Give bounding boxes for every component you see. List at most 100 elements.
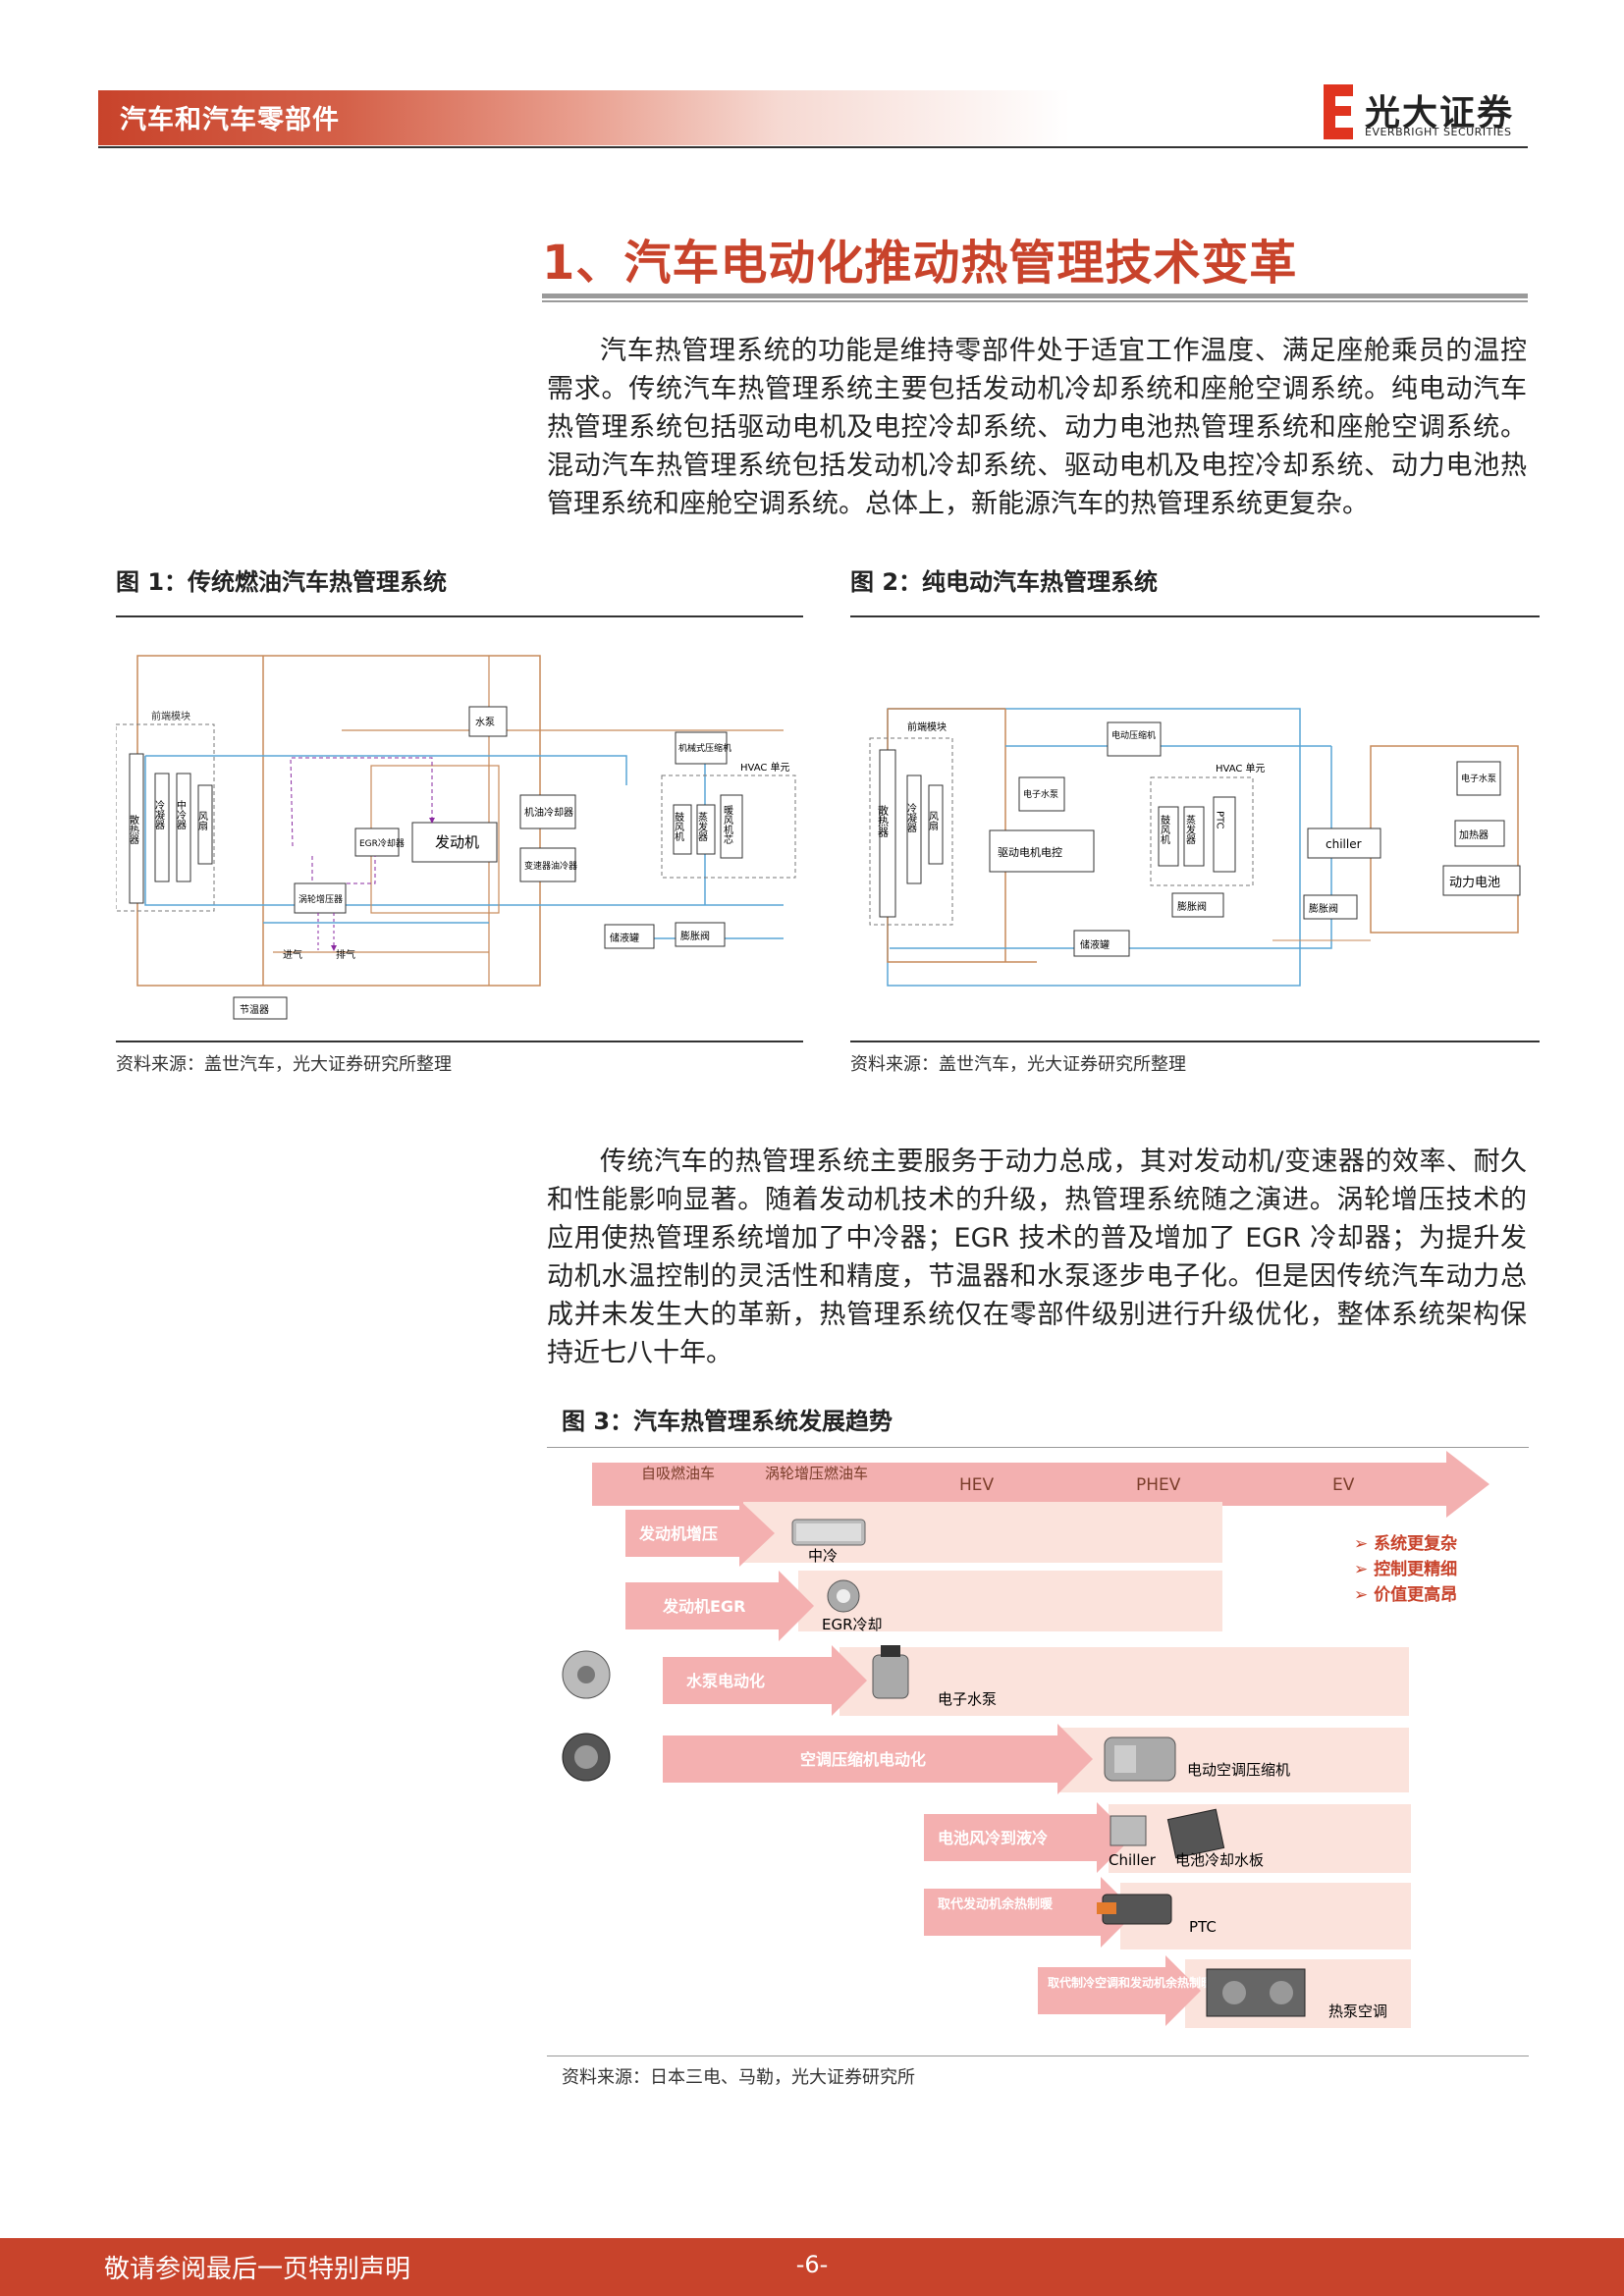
fig1-receiver: 储液罐 <box>610 932 639 944</box>
fig2-ptc: PTC <box>1215 811 1225 829</box>
fig2-hvac: HVAC 单元 <box>1216 763 1266 774</box>
fig2-front-module: 前端模块 <box>907 721 947 733</box>
fig2-blower: 鼓风机 <box>1159 814 1170 845</box>
section-rule <box>542 294 1528 298</box>
fig2-exp-valve-2: 膨胀阀 <box>1309 902 1338 915</box>
fig3-diagram: 自吸燃油车 涡轮增压燃油车 HEV PHEV EV 发动机增压 发动机EGR 水… <box>562 1451 1489 2028</box>
fig3-trend-0: 系统更复杂 <box>1374 1533 1457 1554</box>
fig1-condenser: 冷凝器 <box>153 799 165 830</box>
fig2-e-compressor: 电动压缩机 <box>1111 729 1156 741</box>
brand-name-cn: 光大证券 <box>1365 93 1515 133</box>
fig1-exhaust: 排气 <box>336 948 355 961</box>
egr-cooler-icon <box>827 1579 860 1613</box>
fig2-receiver: 储液罐 <box>1080 938 1110 951</box>
fig3-arrow-3: 空调压缩机电动化 <box>800 1750 926 1769</box>
fig3-stage-0: 自吸燃油车 <box>641 1465 715 1482</box>
header-band <box>98 90 1070 145</box>
fig3-arrow-2: 水泵电动化 <box>686 1672 765 1690</box>
fig3-arrow-6: 取代制冷空调和发动机余热制暖 <box>1048 1975 1214 1990</box>
fig2-radiator: 散热器 <box>877 804 890 838</box>
fig1-intercooler: 中冷器 <box>175 799 187 830</box>
header-rule <box>98 146 1528 148</box>
fig3-part-4: Chiller <box>1109 1851 1157 1869</box>
fig1-egr: EGR冷却器 <box>359 837 405 849</box>
fig3-stage-3: PHEV <box>1136 1475 1181 1495</box>
fig3-source: 资料来源：日本三电、马勒，光大证券研究所 <box>562 2067 915 2088</box>
fig3-part-4b: 电池冷却水板 <box>1175 1851 1264 1869</box>
fig2-exp-valve-1: 膨胀阀 <box>1177 900 1207 913</box>
mechanical-compressor-icon <box>562 1733 611 1782</box>
fig2-title: 图 2：纯电动汽车热管理系统 <box>850 568 1159 596</box>
fig3-title: 图 3：汽车热管理系统发展趋势 <box>562 1408 893 1435</box>
fig3-arrow-0: 发动机增压 <box>638 1524 718 1543</box>
fig1-blower: 鼓风机 <box>673 811 684 842</box>
fig3-arrow-4: 电池风冷到液冷 <box>938 1829 1048 1847</box>
fig3-part-2: 电子水泵 <box>938 1690 997 1708</box>
fig1-water-pump: 水泵 <box>475 717 495 728</box>
svg-text:➢ 价值更高昂: ➢ 价值更高昂 <box>1354 1584 1457 1605</box>
fig1-oil-cooler: 机油冷却器 <box>524 806 573 819</box>
fig2-condenser: 冷凝器 <box>905 802 917 833</box>
footer-bar <box>0 2238 1624 2296</box>
fig3-trend-1: 控制更精细 <box>1374 1559 1457 1579</box>
battery-cold-plate-icon <box>1166 1808 1225 1859</box>
fig2-evaporator: 蒸发器 <box>1184 815 1196 845</box>
fig1-fan: 风扇 <box>196 811 208 831</box>
fig1-source: 资料来源：盖世汽车，光大证券研究所整理 <box>116 1054 452 1075</box>
fig1-trans-cooler: 变速器油冷器 <box>524 860 577 872</box>
fig1-heater-core: 暖风机芯 <box>722 804 733 844</box>
fig1-diagram: 前端模块 散热器 冷凝器 中冷器 风扇 水泵 发动机 EGR冷却器 涡轮增压器 … <box>116 655 796 1020</box>
fig3-top-rule <box>547 1447 1529 1448</box>
heat-pump-icon <box>1206 1968 1306 2017</box>
fig3-stage-4: EV <box>1332 1475 1355 1495</box>
fig2-diagram: 前端模块 散热器 冷凝器 风扇 电动压缩机 电子水泵 驱动电机电控 HVAC 单… <box>869 708 1521 987</box>
ptc-heater-icon <box>1097 1894 1172 1925</box>
electric-compressor-icon <box>1104 1736 1176 1782</box>
footer-disclaimer-link: 敬请参阅最后一页特别声明 <box>104 2255 411 2284</box>
mechanical-water-pump-icon <box>562 1650 611 1699</box>
fig1-engine: 发动机 <box>435 833 479 851</box>
fig2-top-rule <box>850 615 1540 617</box>
fig1-title: 图 1：传统燃油汽车热管理系统 <box>116 568 448 596</box>
fig3-arrow-5: 取代发动机余热制暖 <box>938 1896 1054 1912</box>
fig2-source: 资料来源：盖世汽车，光大证券研究所整理 <box>850 1054 1186 1075</box>
fig1-radiator: 散热器 <box>128 814 139 845</box>
brand-name-en: EVERBRIGHT SECURITIES <box>1365 126 1512 138</box>
section-rule-thin <box>542 300 1528 302</box>
fig3-part-1: EGR冷却 <box>822 1616 883 1633</box>
fig2-e-pump-2: 电子水泵 <box>1461 773 1496 784</box>
electric-water-pump-icon <box>872 1645 909 1699</box>
fig3-trend-2: 价值更高昂 <box>1374 1584 1457 1605</box>
fig3-arrow-1: 发动机EGR <box>662 1597 745 1616</box>
fig1-hvac: HVAC 单元 <box>740 762 790 774</box>
svg-text:➢ 控制更精细: ➢ 控制更精细 <box>1354 1559 1457 1579</box>
paragraph-traditional: 传统汽车的热管理系统主要服务于动力总成，其对发动机/变速器的效率、耐久和性能影响… <box>547 1147 1527 1368</box>
fig3-part-6: 热泵空调 <box>1328 2002 1387 2020</box>
page-number: -6- <box>795 2251 829 2278</box>
fig1-evaporator: 蒸发器 <box>696 812 708 842</box>
chiller-icon <box>1110 1815 1147 1846</box>
header-section-name: 汽车和汽车零部件 <box>120 105 340 135</box>
fig1-bottom-rule <box>116 1041 803 1042</box>
fig1-thermostat: 节温器 <box>240 1004 269 1016</box>
fig2-motor-ctrl: 驱动电机电控 <box>998 845 1062 859</box>
fig1-compressor: 机械式压缩机 <box>678 742 731 754</box>
fig3-stage-2: HEV <box>959 1475 995 1495</box>
fig2-e-pump: 电子水泵 <box>1023 788 1058 800</box>
fig1-intake: 进气 <box>283 948 302 961</box>
paragraph-intro: 汽车热管理系统的功能是维持零部件处于适宜工作温度、满足座舱乘员的温控需求。传统汽… <box>547 336 1527 519</box>
fig3-part-0: 中冷 <box>808 1547 838 1565</box>
brand-logo-icon <box>1322 82 1355 141</box>
intercooler-icon <box>791 1519 866 1546</box>
fig3-stage-1: 涡轮增压燃油车 <box>765 1465 868 1482</box>
section-title: 1、汽车电动化推动热管理技术变革 <box>542 236 1298 291</box>
fig1-top-rule <box>116 615 803 617</box>
fig2-battery: 动力电池 <box>1449 876 1500 890</box>
fig3-part-3: 电动空调压缩机 <box>1187 1761 1290 1779</box>
fig2-fan: 风扇 <box>927 811 939 831</box>
fig3-part-5: PTC <box>1189 1918 1217 1936</box>
fig1-turbo: 涡轮增压器 <box>298 893 343 905</box>
fig2-chiller: chiller <box>1326 837 1362 851</box>
fig1-front-module-label: 前端模块 <box>151 710 190 722</box>
fig1-exp-valve: 膨胀阀 <box>680 930 710 942</box>
